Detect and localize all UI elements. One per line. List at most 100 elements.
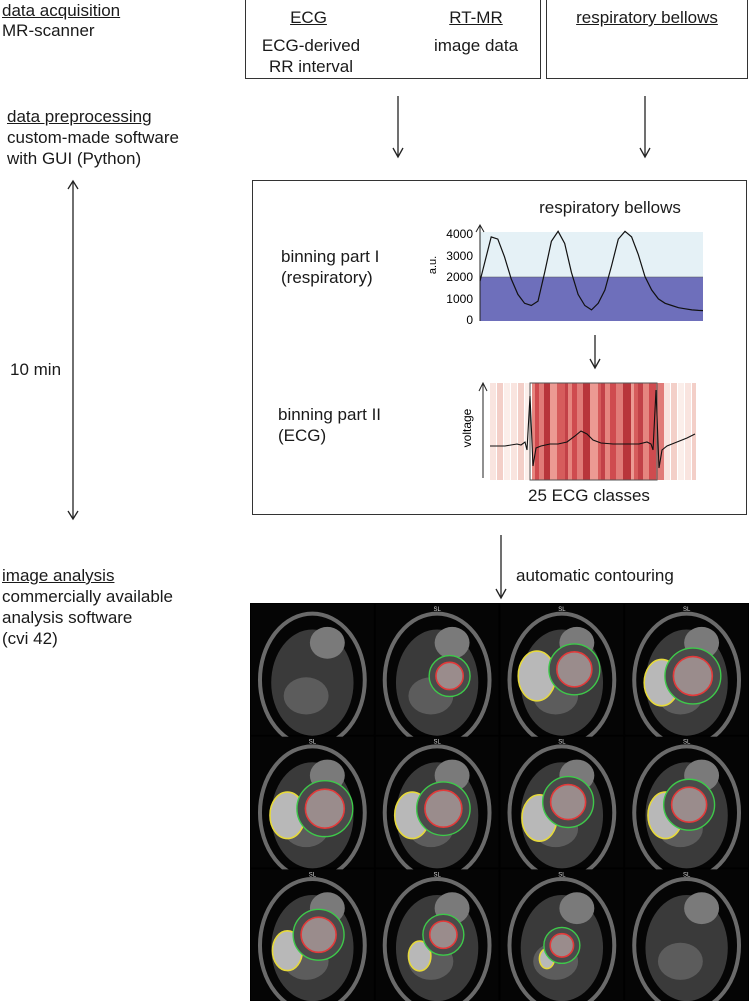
duration-label: 10 min <box>10 360 62 379</box>
ecg-class-stripe <box>590 383 598 480</box>
ecg-class-stripe <box>649 383 656 480</box>
ecg-class-stripe <box>605 383 610 480</box>
slice-marker: SL <box>558 607 566 613</box>
endocardial-contour <box>304 788 346 829</box>
acquisition-detail: MR-scanner <box>2 21 95 40</box>
ecg-class-stripe <box>550 383 557 480</box>
slice-marker: SL <box>683 872 691 878</box>
ecg-class-stripe <box>490 383 496 480</box>
ecg-class-stripe <box>692 383 696 480</box>
slice-marker: SL <box>433 607 441 613</box>
bellows-source-box: respiratory bellows <box>546 0 748 79</box>
ecg-class-window <box>529 382 658 481</box>
preprocessing-detail-1: custom-made software <box>7 128 179 147</box>
mri-tile: SL <box>625 736 748 882</box>
resp-y-axis-arrow <box>475 223 485 233</box>
ecg-class-stripe <box>557 383 565 480</box>
ecg-class-stripe <box>678 383 684 480</box>
arrow-to-analysis <box>495 535 507 600</box>
resp-signal-line <box>479 230 704 312</box>
ecg-class-stripe <box>631 383 634 480</box>
ecg-class-stripe <box>511 383 517 480</box>
slice-marker: SL <box>683 740 691 746</box>
arrow-down-left <box>392 96 404 159</box>
slice-marker: SL <box>433 740 441 746</box>
mri-tile: SL <box>375 869 499 1006</box>
slice-marker: SL <box>683 607 691 613</box>
ecg-trace <box>490 389 696 469</box>
ecg-class-stripe <box>544 383 550 480</box>
binning-part1-line2: (respiratory) <box>281 268 373 287</box>
endocardial-contour <box>670 786 708 824</box>
resp-lower-band <box>480 277 703 321</box>
mri-tile: SL <box>375 736 499 882</box>
mr-scanner-box: ECG ECG-derived RR interval RT-MR image … <box>245 0 541 79</box>
ecg-class-stripe <box>610 383 616 480</box>
ecg-class-stripe <box>568 383 572 480</box>
mri-tile: SL <box>251 869 374 1006</box>
rtmr-title: RT-MR <box>449 8 503 27</box>
ecg-line-2: RR interval <box>268 57 354 76</box>
mri-tile: SL <box>251 736 374 882</box>
ecg-class-stripe <box>565 383 568 480</box>
ecg-class-stripe <box>518 383 524 480</box>
endocardial-contour <box>300 916 337 954</box>
resp-ytick-4: 0 <box>466 313 473 327</box>
mri-tile: SL <box>500 736 624 882</box>
ecg-class-stripe <box>539 383 544 480</box>
ecg-class-stripe <box>671 383 677 480</box>
mri-tile: SL <box>500 869 624 1006</box>
ecg-class-stripe <box>598 383 601 480</box>
ecg-class-stripe <box>634 383 638 480</box>
endocardial-contour <box>424 789 463 828</box>
analysis-detail-3: (cvi 42) <box>2 629 58 648</box>
rv-contour <box>407 940 432 972</box>
slice-marker: SL <box>309 872 317 878</box>
slice-marker: SL <box>558 740 566 746</box>
ecg-class-stripe <box>685 383 691 480</box>
mri-tile: SL <box>375 604 499 749</box>
ecg-class-stripe <box>664 383 670 480</box>
analysis-heading: image analysis <box>2 566 115 585</box>
ecg-ylabel: voltage <box>460 408 474 447</box>
resp-upper-band <box>480 232 703 277</box>
ecg-class-stripe <box>532 383 535 480</box>
ecg-class-stripe <box>616 383 623 480</box>
ecg-y-axis-arrow <box>478 381 488 392</box>
binning-part2-line2: (ECG) <box>278 426 327 445</box>
arrow-resp-to-ecg <box>589 335 601 370</box>
preprocessing-heading: data preprocessing <box>7 107 152 126</box>
mri-tile <box>251 604 374 749</box>
resp-ytick-1: 3000 <box>446 249 473 263</box>
ecg-class-stripe <box>638 383 643 480</box>
endocardial-contour <box>435 661 465 691</box>
ecg-line-1: ECG-derived <box>261 36 361 55</box>
endocardial-contour <box>549 932 575 958</box>
endocardial-contour <box>556 651 593 688</box>
endocardial-contour <box>428 920 458 950</box>
analysis-detail-1: commercially available <box>2 587 174 606</box>
endocardial-contour <box>549 783 587 821</box>
ecg-class-stripe <box>623 383 631 480</box>
ecg-class-stripe <box>643 383 649 480</box>
ecg-class-stripe <box>601 383 605 480</box>
resp-ylabel: a.u. <box>427 256 439 274</box>
binning-part2-line1: binning part II <box>278 405 382 424</box>
resp-title: respiratory bellows <box>576 8 718 27</box>
resp-chart: respiratory bellows 4000 3000 2000 1000 … <box>427 198 704 327</box>
slice-marker: SL <box>433 872 441 878</box>
analysis-detail-2: analysis software <box>2 608 133 627</box>
mri-tile: SL <box>500 604 624 749</box>
preprocessing-detail-2: with GUI (Python) <box>7 149 142 168</box>
ecg-chart: voltage 25 ECG classes <box>460 381 696 505</box>
ecg-classes-label: 25 ECG classes <box>528 486 650 505</box>
resp-chart-title: respiratory bellows <box>539 198 681 217</box>
resp-ytick-2: 2000 <box>446 270 473 284</box>
endocardial-contour <box>672 655 714 697</box>
ecg-class-stripe <box>572 383 577 480</box>
mri-tile: SL <box>625 869 748 1006</box>
duration-double-arrow <box>67 179 79 521</box>
ecg-class-stripe <box>583 383 590 480</box>
